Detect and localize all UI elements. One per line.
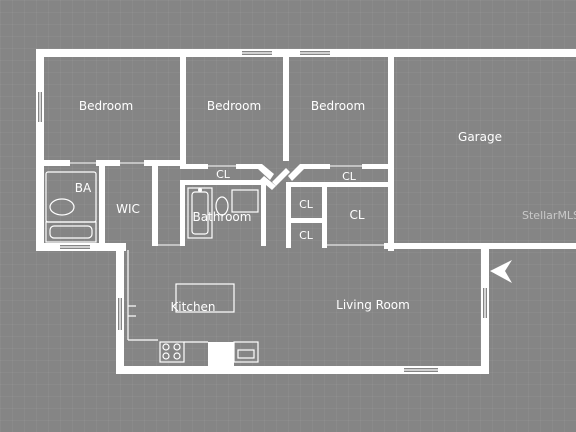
bathroom-vanity xyxy=(231,189,259,213)
room-label-cl-5: CL xyxy=(299,229,314,242)
sink-icon xyxy=(233,341,259,363)
ba-toilet-icon xyxy=(49,198,75,216)
room-label-garage: Garage xyxy=(458,130,502,144)
room-label-cl-3: CL xyxy=(299,198,314,211)
interior-walls xyxy=(36,49,394,251)
windows xyxy=(38,51,487,372)
room-label-cl-4: CL xyxy=(349,208,364,222)
kitchen-island xyxy=(175,283,235,313)
doors xyxy=(70,162,384,246)
kitchen-fixtures xyxy=(127,250,259,366)
room-label-bedroom-1: Bedroom xyxy=(79,99,133,113)
entry-arrow-icon xyxy=(490,260,512,283)
room-label-bedroom-3: Bedroom xyxy=(311,99,365,113)
refrigerator xyxy=(208,342,234,366)
room-labels: Bedroom Bedroom Bedroom Garage BA WIC Ba… xyxy=(75,99,502,314)
ba-tub xyxy=(45,221,97,243)
room-label-bedroom-2: Bedroom xyxy=(207,99,261,113)
ba-vanity xyxy=(45,171,97,223)
room-label-ba: BA xyxy=(75,181,92,195)
room-label-wic: WIC xyxy=(116,202,140,216)
room-label-cl-2: CL xyxy=(342,170,357,183)
room-label-kitchen: Kitchen xyxy=(170,300,215,314)
bathroom-fixtures xyxy=(187,187,259,239)
room-label-living-room: Living Room xyxy=(336,298,410,312)
watermark: StellarMLS xyxy=(522,209,576,222)
bathroom-toilet-icon xyxy=(215,196,229,216)
stove-icon xyxy=(159,341,185,363)
room-label-bathroom: Bathroom xyxy=(193,210,252,224)
room-label-cl-1: CL xyxy=(216,168,231,181)
ba-fixtures xyxy=(45,171,97,243)
